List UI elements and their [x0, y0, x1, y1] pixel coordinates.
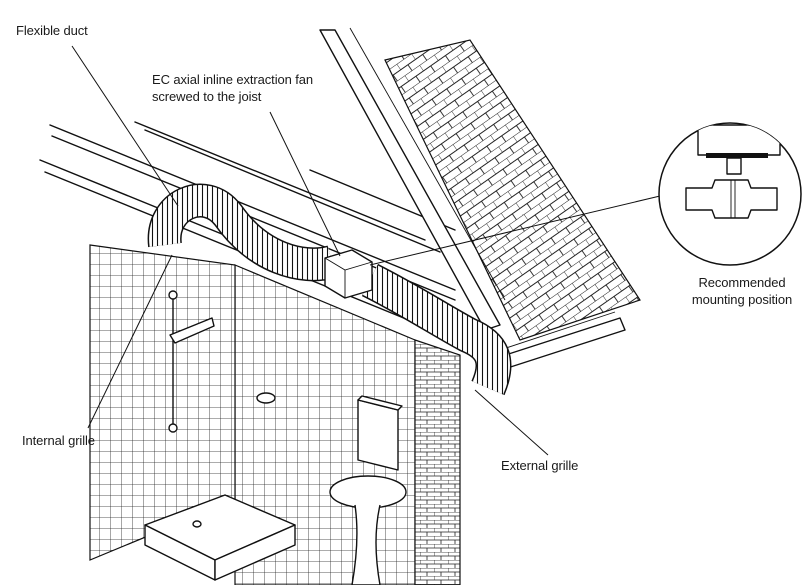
label-flexible-duct: Flexible duct	[16, 22, 88, 39]
leader-lines	[71, 45, 661, 456]
shower-tray	[144, 494, 296, 581]
inline-fan-box	[324, 249, 373, 299]
label-recommended-line1: Recommended	[698, 275, 786, 290]
label-external-grille: External grille	[501, 457, 578, 474]
label-inline-fan-line2: screwed to the joist	[152, 89, 262, 104]
label-external-grille-text: External grille	[501, 458, 579, 473]
label-recommended-mounting: Recommended mounting position	[686, 274, 798, 308]
label-recommended-line2: mounting position	[691, 292, 793, 307]
label-inline-fan-line1: EC axial inline extraction fan	[152, 72, 314, 87]
brick-wall	[414, 339, 461, 585]
label-internal-grille: Internal grille	[22, 432, 95, 449]
internal-grille-disc	[256, 392, 276, 404]
label-flexible-duct-text: Flexible duct	[16, 23, 88, 38]
label-internal-grille-text: Internal grille	[22, 433, 95, 448]
shower-riser	[168, 290, 215, 433]
mounting-detail	[658, 122, 802, 266]
diagonal-rafter	[319, 27, 506, 331]
flexible-duct	[147, 183, 512, 396]
basin	[329, 395, 407, 585]
label-inline-fan: EC axial inline extraction fan screwed t…	[152, 71, 313, 105]
